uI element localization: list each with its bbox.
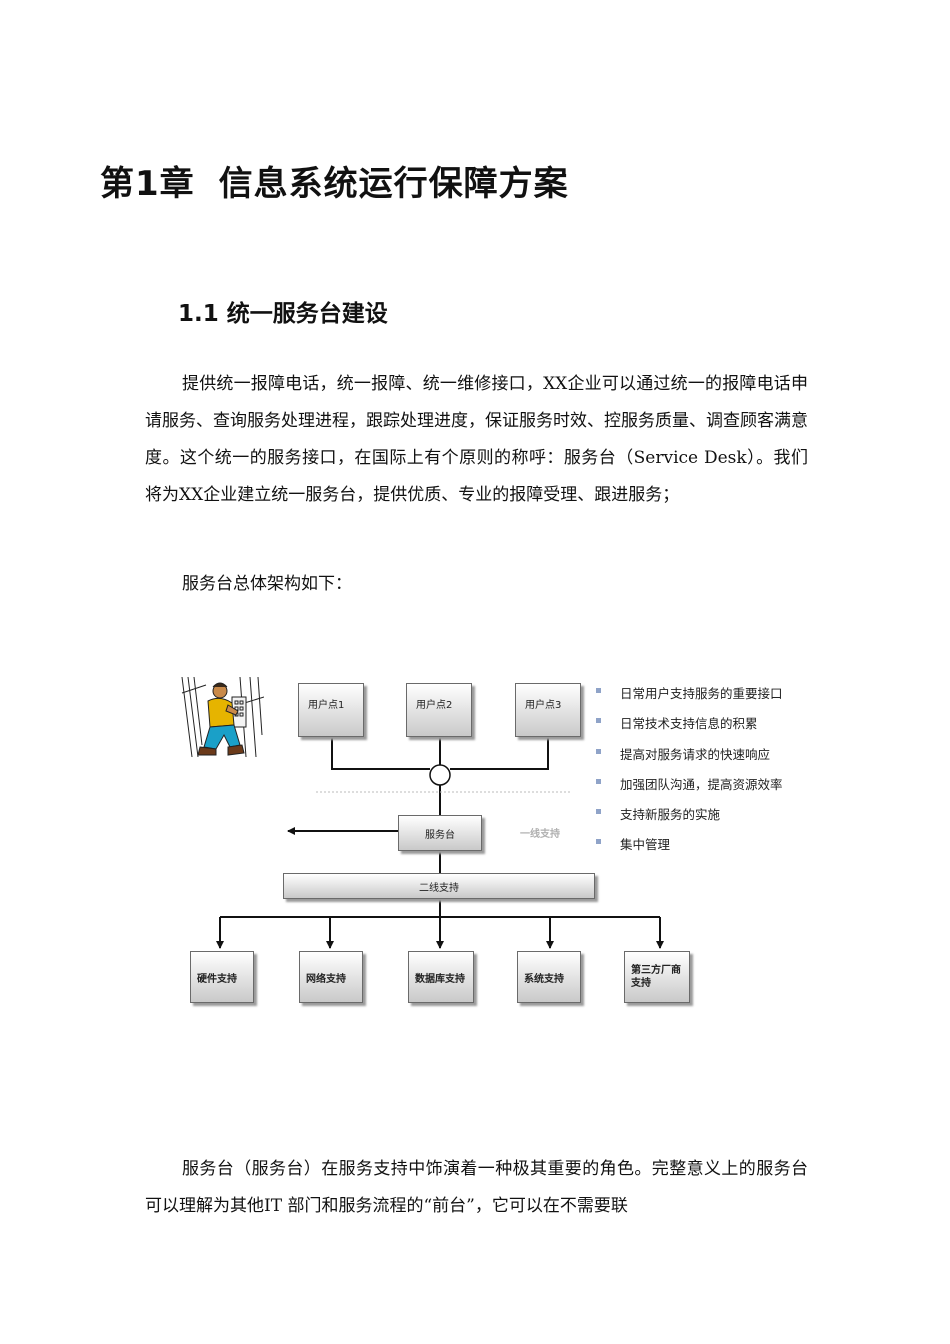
technician-phone-illustration-icon bbox=[181, 676, 264, 758]
section-title-text: 统一服务台建设 bbox=[226, 301, 388, 327]
service-desk-architecture-diagram: 用户点1 用户点2 用户点3 服务台 一线支持 二线支持 硬件支持 网络支持 数… bbox=[180, 675, 820, 1015]
list-item: 加强团队沟通，提高资源效率 bbox=[592, 774, 783, 804]
chapter-title: 第1章信息系统运行保障方案 bbox=[100, 156, 569, 205]
chapter-title-text: 信息系统运行保障方案 bbox=[218, 164, 569, 204]
list-item: 支持新服务的实施 bbox=[592, 804, 783, 834]
service-desk-box: 服务台 bbox=[398, 815, 482, 851]
section-number: 1.1 bbox=[178, 301, 219, 327]
benefits-list: 日常用户支持服务的重要接口 日常技术支持信息的积累 提高对服务请求的快速响应 加… bbox=[592, 683, 783, 865]
first-line-support-label: 一线支持 bbox=[520, 829, 560, 840]
user-point-1: 用户点1 bbox=[298, 683, 364, 737]
third-party-vendor-support-box: 第三方厂商支持 bbox=[624, 951, 690, 1003]
network-support-box: 网络支持 bbox=[299, 951, 363, 1003]
list-item: 日常用户支持服务的重要接口 bbox=[592, 683, 783, 713]
second-line-support-bar: 二线支持 bbox=[283, 873, 595, 899]
architecture-intro: 服务台总体架构如下： bbox=[182, 574, 352, 594]
list-item: 提高对服务请求的快速响应 bbox=[592, 744, 783, 774]
hub-node bbox=[429, 764, 451, 786]
database-support-box: 数据库支持 bbox=[408, 951, 474, 1003]
list-item: 集中管理 bbox=[592, 834, 783, 864]
section-title: 1.1 统一服务台建设 bbox=[178, 294, 388, 328]
diagram-connectors bbox=[216, 737, 664, 949]
service-desk-role-paragraph: 服务台（服务台）在服务支持中饰演着一种极其重要的角色。完整意义上的服务台可以理解… bbox=[145, 1159, 808, 1216]
user-point-2: 用户点2 bbox=[406, 683, 472, 737]
intro-paragraph: 提供统一报障电话，统一报障、统一维修接口，XX企业可以通过统一的报障电话申请服务… bbox=[145, 374, 808, 505]
list-item: 日常技术支持信息的积累 bbox=[592, 713, 783, 743]
chapter-number: 第1章 bbox=[100, 164, 195, 204]
system-support-box: 系统支持 bbox=[517, 951, 581, 1003]
user-point-3: 用户点3 bbox=[515, 683, 581, 737]
hardware-support-box: 硬件支持 bbox=[190, 951, 254, 1003]
